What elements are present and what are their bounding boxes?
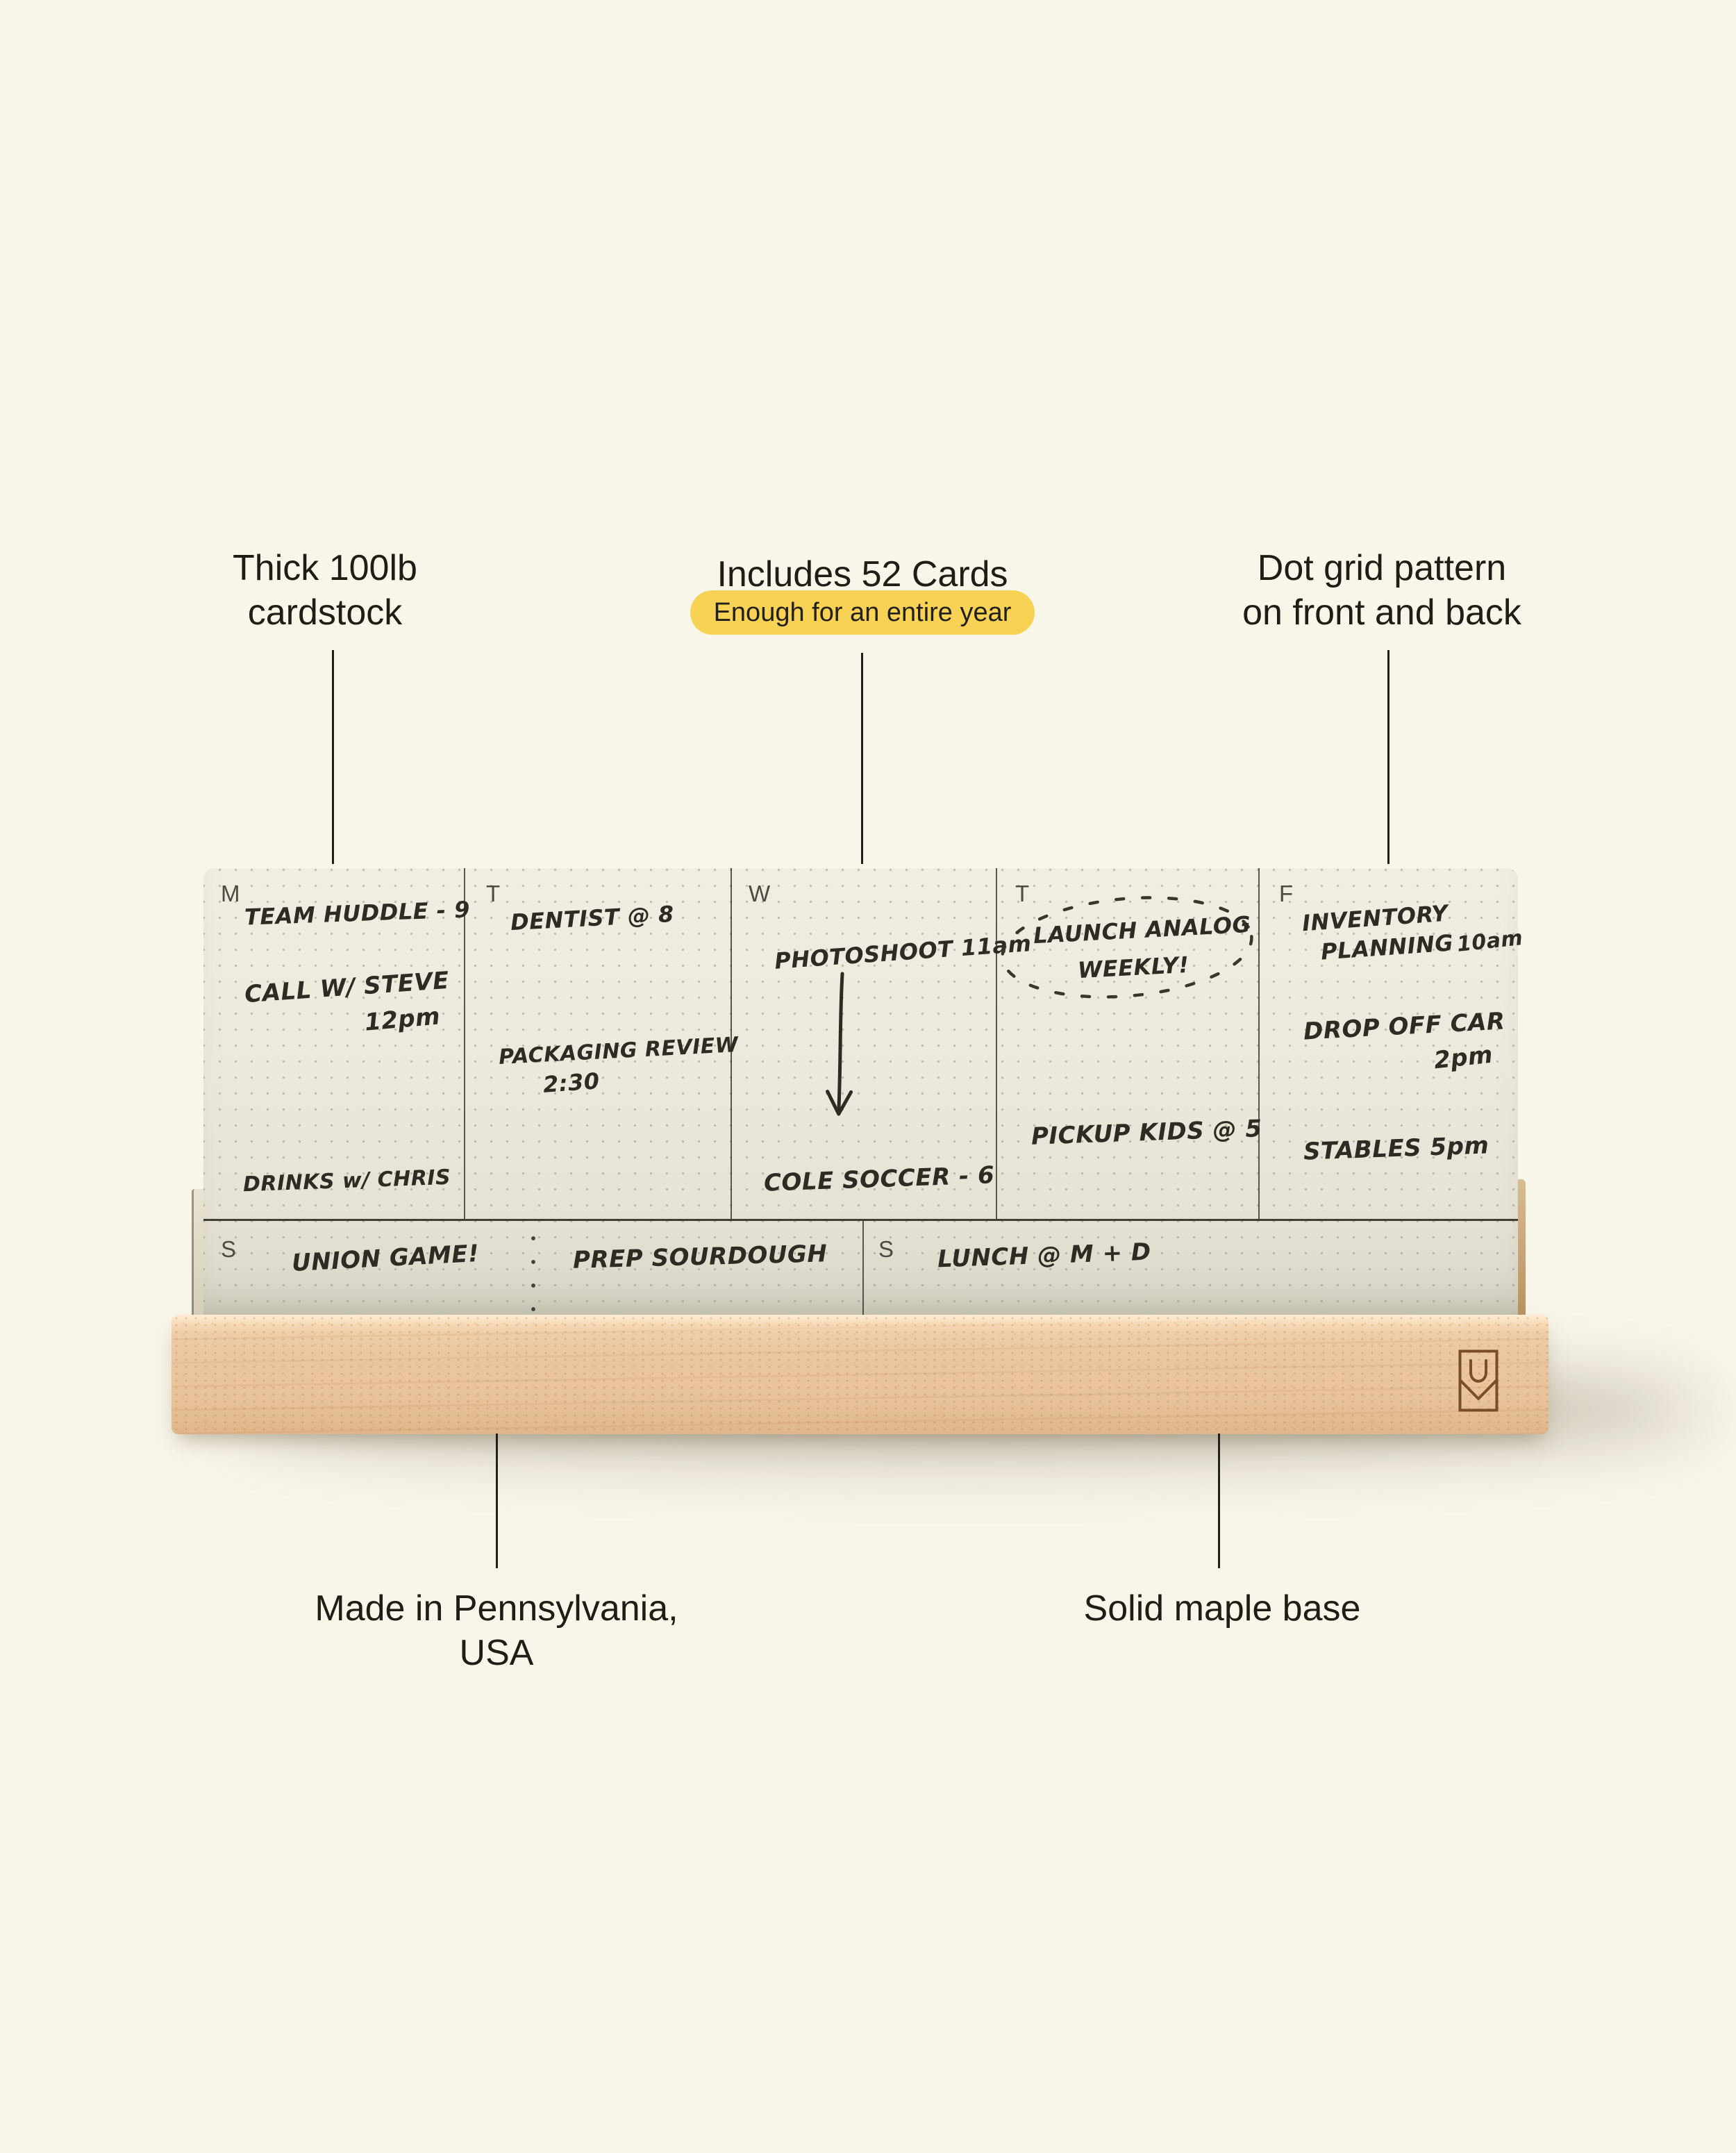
- day-label-tuesday: T: [486, 881, 501, 906]
- note-prep-sourdough: PREP SOURDOUGH: [572, 1240, 828, 1274]
- card-stack-edge-left: [192, 1189, 206, 1317]
- column-divider: [731, 868, 732, 1219]
- note-packaging-review-time: 2:30: [542, 1067, 601, 1098]
- note-drinks-chris: DRINKS w/ CHRIS: [242, 1165, 451, 1197]
- callout-cardstock-line1: Thick 100lb: [233, 548, 417, 588]
- scribble-circle-icon: [1001, 896, 1253, 999]
- note-pickup-kids: PICKUP KIDS @ 5: [1030, 1115, 1263, 1151]
- callout-dotgrid-line1: Dot grid pattern: [1257, 548, 1507, 588]
- callout-cardstock-line2: cardstock: [247, 592, 403, 633]
- card-stack-edge-right: [1518, 1179, 1526, 1317]
- note-inventory-line2: PLANNING: [1319, 929, 1455, 965]
- day-label-monday: M: [221, 881, 240, 906]
- callout-dotgrid-line2: on front and back: [1242, 592, 1521, 633]
- day-label-friday: F: [1279, 881, 1294, 906]
- sunday-divider: [862, 1221, 864, 1320]
- callout-made-in: Made in Pennsylvania, USA: [315, 1588, 678, 1673]
- day-label-saturday: S: [221, 1236, 237, 1262]
- note-lunch-m-d: LUNCH @ M + D: [937, 1238, 1152, 1274]
- column-divider: [1258, 868, 1260, 1219]
- saturday-dotted-divider: [531, 1227, 535, 1317]
- down-arrow-icon: [826, 972, 853, 1116]
- planner-card: M T W T F S S TEAM HUDDLE - 9 CALL W/ ST…: [203, 868, 1524, 1320]
- callout-includes-title: Includes 52 Cards: [717, 554, 1008, 595]
- note-cole-soccer: COLE SOCCER - 6: [763, 1161, 995, 1197]
- note-team-huddle: TEAM HUDDLE - 9: [244, 896, 471, 931]
- note-call-steve-time: 12pm: [363, 1002, 442, 1037]
- highlight-badge: Enough for an entire year: [690, 590, 1035, 635]
- day-label-thursday: T: [1015, 881, 1030, 906]
- weekend-rule: [203, 1219, 1518, 1221]
- note-stables: STABLES 5pm: [1303, 1131, 1490, 1166]
- leader-line-cardstock: [332, 650, 334, 864]
- day-label-wednesday: W: [749, 881, 771, 906]
- note-packaging-review: PACKAGING REVIEW: [498, 1032, 740, 1070]
- leader-line-made-in: [496, 1433, 498, 1568]
- callout-dotgrid: Dot grid pattern on front and back: [1194, 546, 1569, 635]
- note-union-game: UNION GAME!: [291, 1239, 481, 1278]
- maple-base: [172, 1315, 1549, 1434]
- callout-maple-base: Solid maple base: [1083, 1588, 1361, 1629]
- callout-includes-badge-wrap: Enough for an entire year: [689, 590, 1036, 635]
- column-divider: [996, 868, 997, 1219]
- column-divider: [464, 868, 465, 1219]
- day-label-sunday: S: [878, 1236, 894, 1262]
- leader-line-includes: [861, 653, 863, 864]
- note-drop-off-car: DROP OFF CAR: [1303, 1007, 1506, 1046]
- note-call-steve: CALL W/ STEVE: [243, 966, 451, 1009]
- leader-line-dotgrid: [1387, 650, 1389, 864]
- note-dentist: DENTIST @ 8: [510, 900, 675, 936]
- leader-line-maple-base: [1218, 1433, 1220, 1568]
- note-inventory-time: 10am: [1455, 926, 1524, 957]
- brand-logo-icon: [1458, 1349, 1499, 1412]
- callout-cardstock: Thick 100lb cardstock: [151, 546, 499, 635]
- note-drop-off-car-time: 2pm: [1433, 1040, 1494, 1075]
